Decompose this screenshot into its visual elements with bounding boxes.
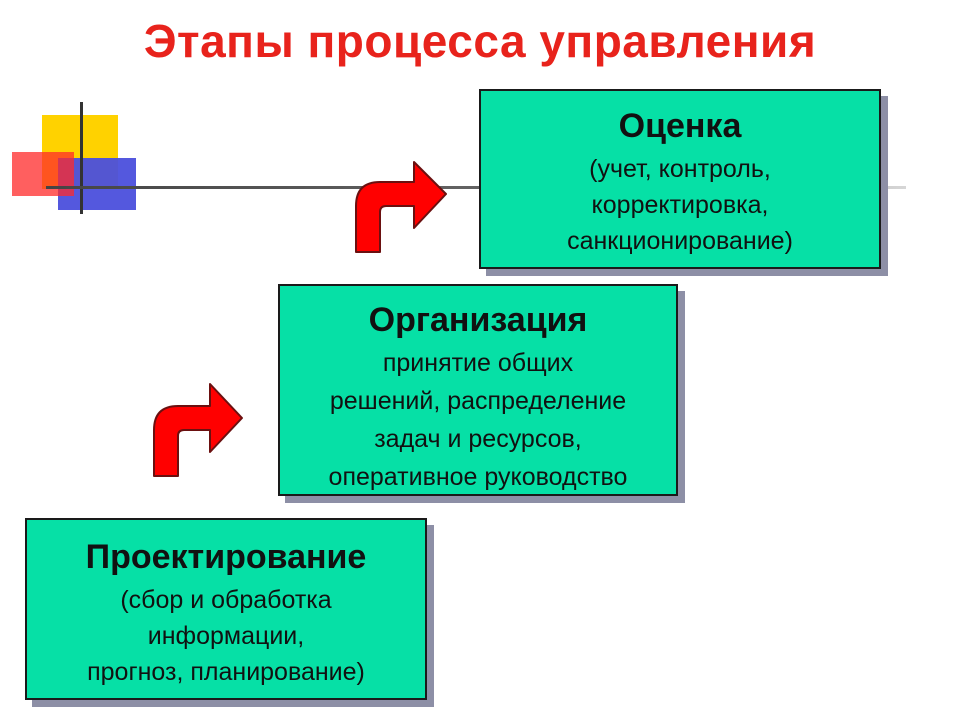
stage-box-design: Проектирование (сбор и обработка информа…	[25, 518, 427, 700]
stage-heading-evaluation: Оценка	[618, 107, 742, 145]
stage-box-evaluation: Оценка (учет, контроль, корректировка, с…	[479, 89, 881, 269]
curved-arrow-icon	[153, 383, 243, 477]
curved-arrow-icon	[355, 161, 447, 253]
stage-heading-design: Проектирование	[85, 538, 367, 576]
stage-text-line: задач и ресурсов,	[374, 425, 582, 453]
stage-text-line: информации,	[147, 622, 305, 650]
stage-text-line: санкционирование)	[567, 227, 793, 255]
decor-horizontal-line	[46, 186, 906, 189]
page-title: Этапы процесса управления	[143, 15, 817, 67]
stage-text-line: оперативное руководство	[328, 463, 628, 491]
stage-text-line: принятие общих	[382, 349, 574, 377]
decor-red-square	[12, 152, 74, 196]
stage-box-organization: Организация принятие общих решений, расп…	[278, 284, 678, 496]
stage-heading-organization: Организация	[368, 301, 588, 339]
stage-text-line: (сбор и обработка	[120, 586, 332, 614]
stage-text-line: решений, распределение	[329, 387, 627, 415]
decor-vertical-line	[80, 102, 83, 214]
stage-text-line: корректировка,	[591, 191, 769, 219]
stage-text-line: прогноз, планирование)	[87, 658, 365, 686]
stage-text-line: (учет, контроль,	[589, 155, 771, 183]
